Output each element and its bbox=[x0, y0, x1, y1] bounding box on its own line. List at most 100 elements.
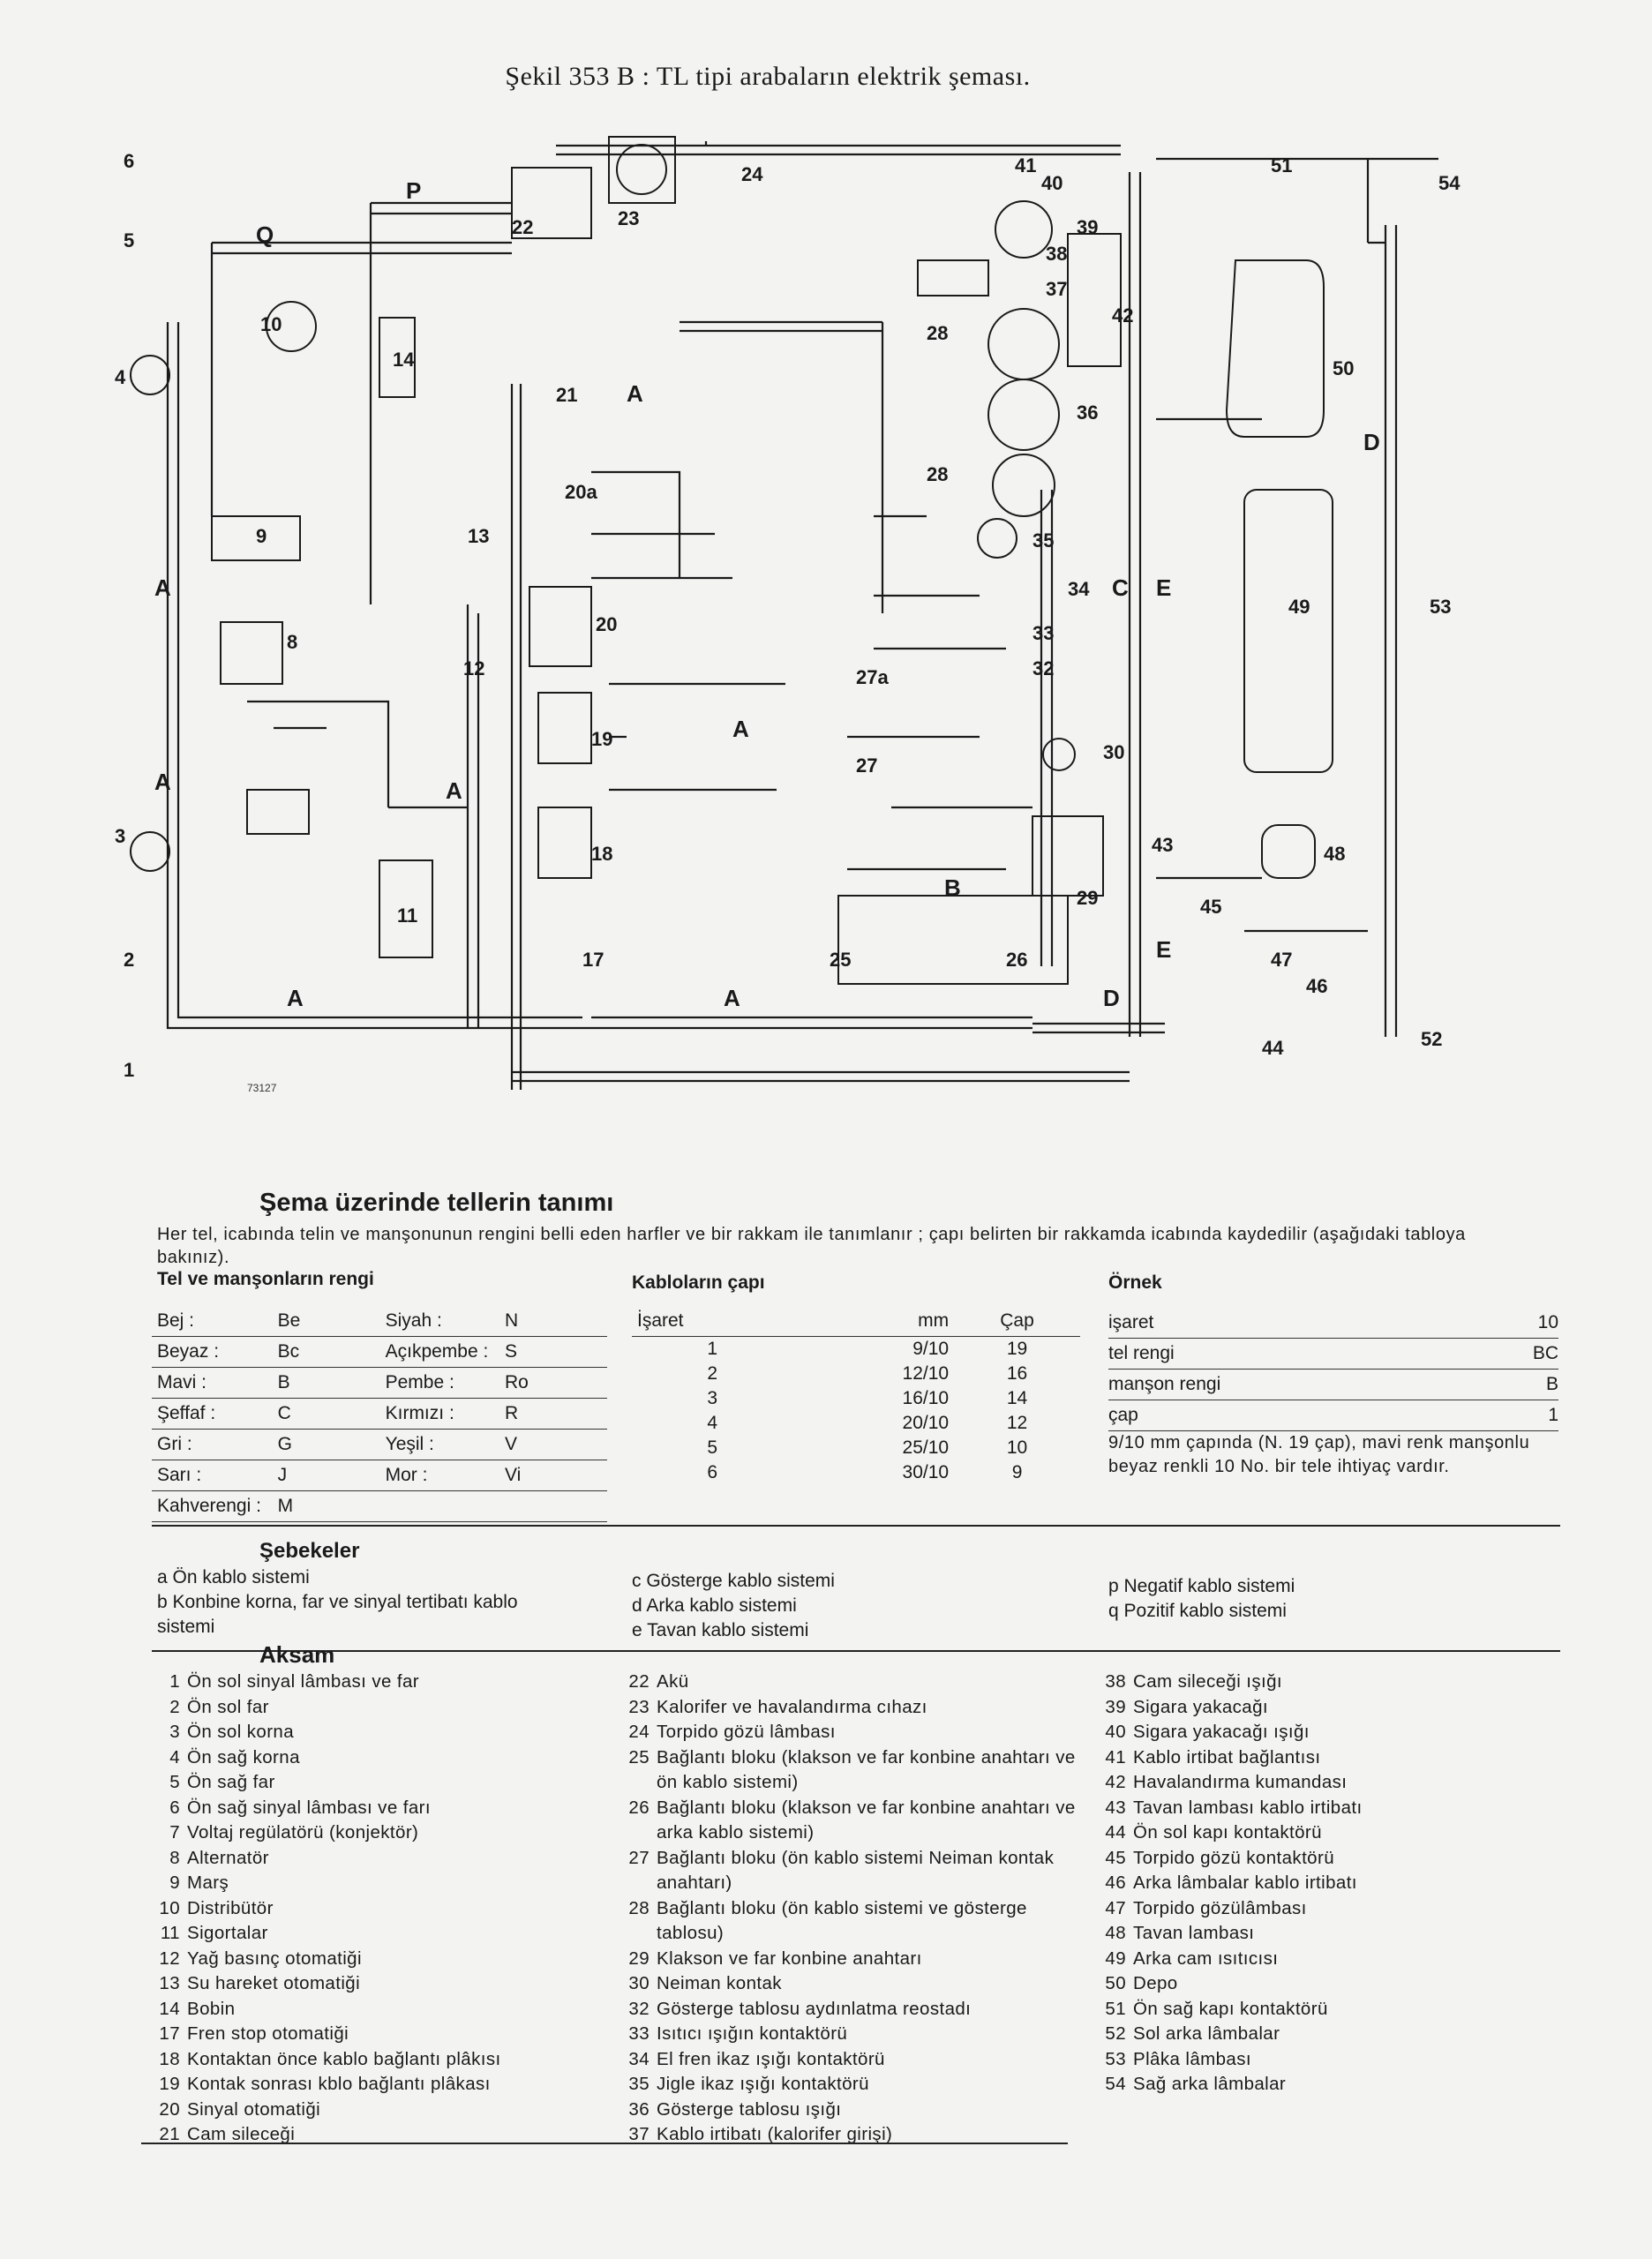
cable-cell: 3 bbox=[707, 1388, 718, 1408]
part-number: 39 bbox=[1105, 1696, 1126, 1717]
component-label: 52 bbox=[1421, 1028, 1442, 1050]
color-name: Pembe : bbox=[379, 1367, 499, 1399]
component-label: 22 bbox=[512, 216, 533, 238]
part-number: 44 bbox=[1105, 1822, 1126, 1842]
component-label: 39 bbox=[1077, 216, 1098, 238]
cable-cell: 30/10 bbox=[902, 1462, 950, 1482]
bus-left bbox=[510, 384, 522, 1090]
color-name: Mor : bbox=[379, 1460, 499, 1491]
fan-unit-23 bbox=[608, 136, 676, 204]
gauge-1 bbox=[995, 200, 1053, 259]
harness-e bbox=[1128, 172, 1142, 1037]
part-label: Kalorifer ve havalandırma cıhazı bbox=[657, 1696, 927, 1717]
misc-3 bbox=[609, 682, 785, 792]
part-label: Akü bbox=[657, 1671, 689, 1692]
part-number: 22 bbox=[628, 1671, 650, 1692]
part-label: Ön sol kapı kontaktörü bbox=[1133, 1822, 1322, 1842]
part-number: 6 bbox=[169, 1797, 180, 1818]
color-code: Bc bbox=[272, 1336, 380, 1368]
part-label: Sigara yakacağı ışığı bbox=[1133, 1722, 1310, 1742]
component-label: 13 bbox=[468, 525, 489, 547]
part-number: 43 bbox=[1105, 1797, 1126, 1818]
component-label: 37 bbox=[1046, 278, 1067, 300]
part-label: Gösterge tablosu aydınlatma reostadı bbox=[657, 1998, 972, 2019]
part-item: 22 Akü bbox=[627, 1670, 1077, 1695]
cigar-lighter-39 bbox=[917, 259, 989, 296]
color-name: Gri : bbox=[152, 1429, 273, 1460]
component-label: 50 bbox=[1333, 357, 1354, 379]
component-label: 23 bbox=[618, 207, 639, 229]
color-name: Açıkpembe : bbox=[379, 1336, 499, 1368]
component-label: 8 bbox=[287, 631, 297, 653]
networks-col3: p Negatif kablo sistemi q Pozitif kablo s… bbox=[1108, 1574, 1497, 1624]
cable-cell: 4 bbox=[707, 1413, 718, 1433]
component-label: 38 bbox=[1046, 243, 1067, 265]
part-label: Su hareket otomatiği bbox=[187, 1973, 361, 1993]
part-number: 2 bbox=[169, 1696, 180, 1717]
network-label: A bbox=[627, 380, 643, 407]
coil-14 bbox=[379, 317, 416, 398]
part-number: 30 bbox=[628, 1973, 650, 1993]
part-number: 17 bbox=[159, 2023, 180, 2044]
part-number: 51 bbox=[1105, 1998, 1126, 2019]
component-label: 45 bbox=[1200, 896, 1221, 918]
component-label: 20a bbox=[565, 481, 597, 503]
flasher-20 bbox=[529, 586, 592, 667]
network-label: A bbox=[287, 985, 304, 1011]
part-label: Tavan lambası kablo irtibatı bbox=[1133, 1797, 1363, 1818]
part-label: Fren stop otomatiği bbox=[187, 2023, 349, 2044]
component-label: 19 bbox=[591, 728, 612, 750]
network-label: A bbox=[154, 769, 171, 795]
part-number: 37 bbox=[628, 2124, 650, 2144]
part-label: Torpido gözü lâmbası bbox=[657, 1722, 836, 1742]
component-label: 24 bbox=[741, 163, 763, 185]
color-code: Vi bbox=[499, 1460, 607, 1491]
part-label: Kontaktan önce kablo bağlantı plâkısı bbox=[187, 2048, 501, 2069]
block-25-26 bbox=[837, 895, 1069, 985]
harness-p bbox=[369, 201, 512, 604]
horn-3 bbox=[130, 831, 170, 872]
part-number: 1 bbox=[169, 1671, 180, 1692]
part-number: 32 bbox=[628, 1998, 650, 2019]
component-label: 1 bbox=[124, 1059, 134, 1081]
color-code: V bbox=[499, 1429, 607, 1460]
color-code: C bbox=[272, 1398, 380, 1430]
ventilation-42 bbox=[1067, 233, 1122, 367]
color-name: Siyah : bbox=[379, 1306, 499, 1337]
tank-50 bbox=[1225, 259, 1325, 438]
part-label: Sigortalar bbox=[187, 1923, 268, 1943]
component-label: 4 bbox=[115, 366, 126, 388]
color-name bbox=[379, 1490, 499, 1522]
bottom-bus bbox=[512, 1070, 1130, 1083]
part-number: 7 bbox=[169, 1822, 180, 1842]
network-label: P bbox=[406, 177, 421, 204]
part-label: Gösterge tablosu ışığı bbox=[657, 2098, 842, 2120]
cable-cell: 2 bbox=[707, 1363, 718, 1384]
part-number: 29 bbox=[628, 1948, 650, 1969]
harness-d bbox=[1032, 1022, 1165, 1034]
part-number: 14 bbox=[159, 1998, 180, 2019]
legend-heading: Şema üzerinde tellerin tanımı bbox=[259, 1189, 614, 1217]
part-label: El fren ikaz ışığı kontaktörü bbox=[657, 2048, 885, 2069]
network-item: q Pozitif kablo sistemi bbox=[1108, 1601, 1287, 1621]
network-item: p Negatif kablo sistemi bbox=[1108, 1576, 1295, 1596]
part-label: Ön sol sinyal lâmbası ve far bbox=[187, 1671, 419, 1692]
component-label: 30 bbox=[1103, 741, 1124, 763]
